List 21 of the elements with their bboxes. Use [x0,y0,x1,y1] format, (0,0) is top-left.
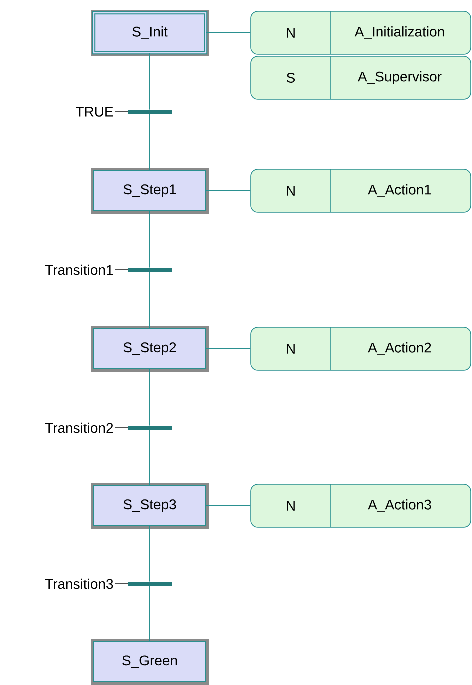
step-box: S_Step1 [91,168,209,214]
action-block: N A_Initialization [250,11,472,55]
action-block: N A_Action2 [250,327,472,371]
connector-line [206,190,252,192]
step-box: S_Step3 [91,483,209,529]
step-box: S_Green [91,639,209,685]
transition-label: Transition1 [45,264,114,276]
transition-bar [128,268,172,272]
action-block: N A_Action3 [250,484,472,528]
transition-label: Transition3 [45,578,114,590]
step-box: S_Init [91,10,209,56]
transition-label: Transition2 [45,422,114,434]
transition-bar [128,582,172,586]
transition-bar [128,110,172,114]
connector-line [206,32,252,34]
step-box: S_Step2 [91,326,209,372]
transition-bar [128,426,172,430]
connector-line [206,348,252,350]
transition-label: TRUE [76,107,114,117]
action-block: S A_Supervisor [250,56,472,100]
action-block: N A_Action1 [250,169,472,213]
